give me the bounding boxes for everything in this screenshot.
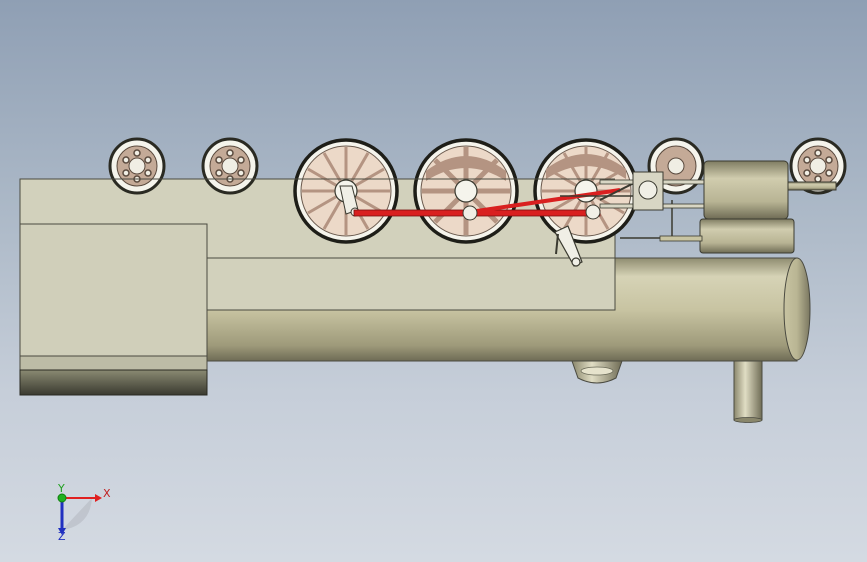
chimney-pipe[interactable] [733, 360, 763, 423]
y-axis-label: Y [58, 482, 65, 495]
cylinder-block[interactable] [659, 160, 837, 254]
driving-wheel[interactable] [533, 138, 639, 244]
y-axis-dot [57, 493, 67, 503]
coordinate-triad [57, 493, 102, 535]
boiler[interactable] [206, 257, 811, 362]
small-wheel[interactable] [201, 137, 259, 195]
coupling-rod[interactable] [353, 188, 621, 221]
crosshead[interactable] [599, 171, 706, 211]
z-axis-label: Z [58, 530, 66, 543]
sand-dome[interactable] [571, 360, 623, 384]
x-axis-label: X [103, 487, 111, 500]
small-wheel[interactable] [108, 137, 166, 195]
small-wheel[interactable] [789, 137, 847, 195]
driving-wheel[interactable] [413, 138, 519, 244]
